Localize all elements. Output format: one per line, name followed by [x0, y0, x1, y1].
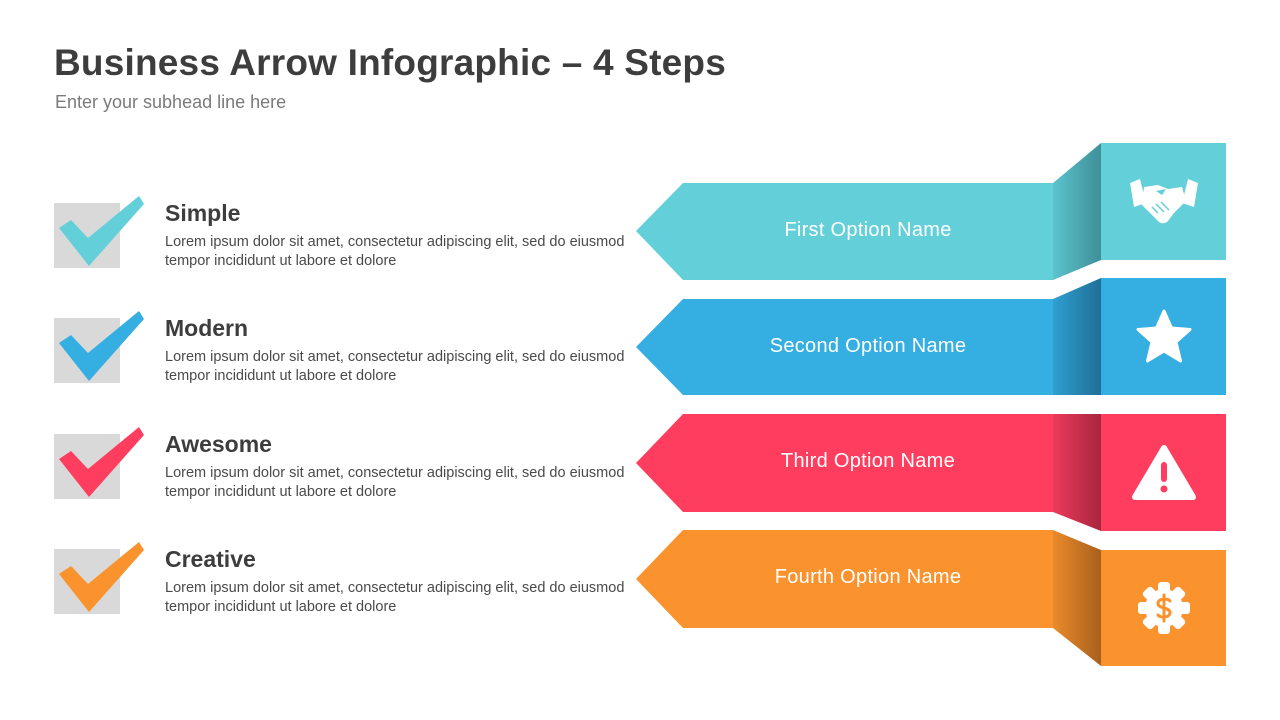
option-label-1: First Option Name: [784, 219, 952, 241]
handshake-icon: [1129, 178, 1198, 223]
checkmark-icon: [54, 196, 144, 268]
feature-item-simple: Simple Lorem ipsum dolor sit amet, conse…: [54, 196, 624, 276]
feature-title: Awesome: [165, 431, 272, 457]
feature-description: Lorem ipsum dolor sit amet, consectetur …: [165, 349, 625, 384]
feature-title: Simple: [165, 200, 241, 226]
option-icon-box-1: [1101, 143, 1226, 260]
option-label-3: Third Option Name: [780, 450, 956, 472]
feature-description: Lorem ipsum dolor sit amet, consectetur …: [165, 234, 625, 269]
feature-item-creative: Creative Lorem ipsum dolor sit amet, con…: [54, 542, 624, 622]
option-icon-box-2: [1101, 278, 1226, 395]
feature-title: Modern: [165, 315, 249, 341]
option-label-4: Fourth Option Name: [774, 566, 962, 588]
feature-title: Creative: [165, 546, 256, 572]
option-arrow-3: [636, 414, 1226, 531]
page-subtitle: Enter your subhead line here: [55, 92, 287, 112]
option-arrow-4: [636, 530, 1226, 666]
feature-description: Lorem ipsum dolor sit amet, consectetur …: [165, 465, 625, 500]
checkmark-icon: [54, 311, 144, 383]
checkmark-icon: [54, 542, 144, 614]
warning-icon: [1131, 444, 1196, 500]
feature-item-awesome: Awesome Lorem ipsum dolor sit amet, cons…: [54, 427, 624, 507]
option-arrow-1: [636, 143, 1226, 280]
feature-description: Lorem ipsum dolor sit amet, consectetur …: [165, 580, 625, 615]
option-icon-box-4: [1101, 550, 1226, 666]
dollar-gear-icon: [1137, 582, 1190, 634]
feature-item-modern: Modern Lorem ipsum dolor sit amet, conse…: [54, 311, 624, 391]
checkmark-icon: [54, 427, 144, 499]
star-icon: [1136, 309, 1191, 362]
page-title: Business Arrow Infographic – 4 Steps: [54, 42, 726, 83]
option-label-2: Second Option Name: [769, 335, 967, 357]
option-icon-box-3: [1101, 414, 1226, 531]
option-arrow-2: [636, 278, 1226, 395]
